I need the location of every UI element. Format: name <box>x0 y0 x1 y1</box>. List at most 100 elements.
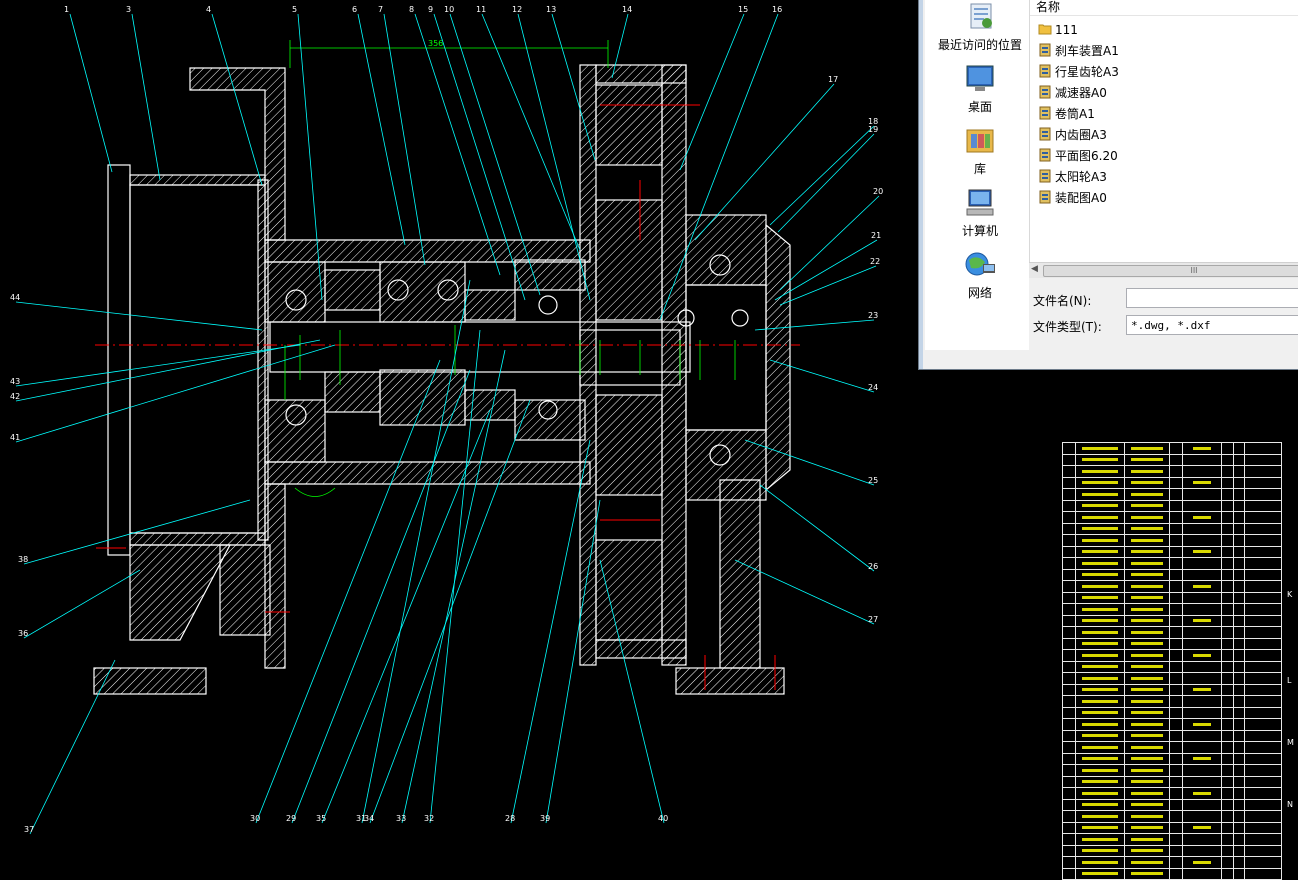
bom-cell <box>1244 718 1282 731</box>
place-library[interactable]: 库 <box>925 126 1035 177</box>
bom-cell <box>1062 672 1076 685</box>
horizontal-scrollbar[interactable]: ◀ III <box>1029 262 1298 278</box>
leader-line <box>545 499 601 824</box>
dimension-lines <box>284 40 736 497</box>
bom-cell <box>1182 867 1223 880</box>
file-item[interactable]: 装配图A0 <box>1038 188 1107 208</box>
bom-cell <box>1074 683 1125 696</box>
leader-line <box>211 13 263 186</box>
callout-number: 22 <box>870 257 880 266</box>
bom-text-placeholder <box>1130 768 1163 772</box>
file-item[interactable]: 内齿圈A3 <box>1038 125 1107 145</box>
file-item[interactable]: 平面图6.20 <box>1038 146 1118 166</box>
callout-number: 27 <box>868 615 878 624</box>
bom-cell <box>1182 488 1223 501</box>
bom-cell <box>1168 557 1184 570</box>
bom-cell <box>1232 568 1246 581</box>
bom-cell <box>1182 522 1223 535</box>
bom-text-placeholder <box>1130 630 1163 634</box>
bom-text-placeholder <box>1193 722 1212 726</box>
bom-cell <box>1168 867 1184 880</box>
bom-row <box>1062 637 1282 650</box>
bom-text-placeholder <box>1130 619 1163 623</box>
place-desktop[interactable]: 桌面 <box>925 64 1035 115</box>
callout-number: 16 <box>772 5 782 14</box>
bom-text-placeholder <box>1081 665 1118 669</box>
bom-cell <box>1182 557 1223 570</box>
scroll-left-icon[interactable]: ◀ <box>1031 264 1038 274</box>
bom-cell <box>1244 741 1282 754</box>
file-item[interactable]: 卷筒A1 <box>1038 104 1095 124</box>
filename-input[interactable] <box>1126 288 1298 308</box>
bom-cell <box>1168 476 1184 489</box>
leader-line <box>297 13 323 301</box>
center-lines <box>95 104 800 690</box>
bom-text-placeholder <box>1130 458 1163 462</box>
bom-cell <box>1244 867 1282 880</box>
bom-cell <box>1074 798 1125 811</box>
callout-number: 25 <box>868 476 878 485</box>
bom-cell <box>1074 488 1125 501</box>
bom-text-placeholder <box>1130 515 1163 519</box>
filetype-select[interactable]: *.dwg, *.dxf <box>1126 315 1298 335</box>
open-file-dialog[interactable]: 最近访问的位置 桌面 库 计算机 <box>918 0 1298 370</box>
bom-cell <box>1221 672 1234 685</box>
leader-line <box>754 319 875 331</box>
place-network[interactable]: 网络 <box>925 250 1035 301</box>
bom-cell <box>1232 637 1246 650</box>
bom-cell <box>1123 557 1170 570</box>
leader-line <box>481 13 581 251</box>
bom-cell <box>1074 534 1125 547</box>
bom-cell <box>1062 476 1076 489</box>
leader-line <box>551 13 596 161</box>
leader-line <box>23 499 251 565</box>
dwg-file-icon <box>1039 148 1051 162</box>
bom-cell <box>1168 672 1184 685</box>
bom-text-placeholder <box>1081 619 1118 623</box>
bom-cell <box>1244 821 1282 834</box>
bom-cell <box>1232 660 1246 673</box>
bom-cell <box>1168 729 1184 742</box>
bom-cell <box>1244 568 1282 581</box>
file-item[interactable]: 刹车装置A1 <box>1038 41 1119 61</box>
bom-cell <box>1062 568 1076 581</box>
file-item[interactable]: 行星齿轮A3 <box>1038 62 1119 82</box>
bom-row <box>1062 534 1282 547</box>
bom-cell <box>1074 476 1125 489</box>
bom-cell <box>1062 499 1076 512</box>
leader-line <box>361 279 471 824</box>
file-item[interactable]: 减速器A0 <box>1038 83 1107 103</box>
bom-cell <box>1123 798 1170 811</box>
callout-number: 40 <box>658 814 668 823</box>
bom-cell <box>1168 591 1184 604</box>
place-recent[interactable]: 最近访问的位置 <box>925 2 1035 53</box>
desktop-icon <box>966 65 994 91</box>
overall-length-dimension: 356 <box>428 39 443 48</box>
dwg-file-icon <box>1039 64 1051 78</box>
assembly-section-view <box>93 64 791 695</box>
bom-cell <box>1221 764 1234 777</box>
callout-number: 32 <box>424 814 434 823</box>
bom-cell <box>1123 764 1170 777</box>
dwg-file-icon <box>1039 106 1051 120</box>
callout-number: 7 <box>378 5 383 14</box>
folder-icon <box>1038 24 1052 35</box>
bom-cell <box>1221 603 1234 616</box>
leader-line <box>383 13 426 266</box>
file-item[interactable]: 太阳轮A3 <box>1038 167 1107 187</box>
place-computer[interactable]: 计算机 <box>925 188 1035 239</box>
callout-number: 34 <box>364 814 374 823</box>
bom-cell <box>1123 488 1170 501</box>
column-header-name[interactable]: 名称 <box>1030 0 1298 16</box>
bom-text-placeholder <box>1081 688 1118 692</box>
scroll-thumb[interactable]: III <box>1043 265 1298 277</box>
file-item[interactable]: 111 <box>1038 20 1078 40</box>
leader-line <box>759 484 875 572</box>
bom-cell <box>1123 603 1170 616</box>
bom-cell <box>1074 580 1125 593</box>
bom-cell <box>1232 718 1246 731</box>
callout-number: 14 <box>622 5 632 14</box>
